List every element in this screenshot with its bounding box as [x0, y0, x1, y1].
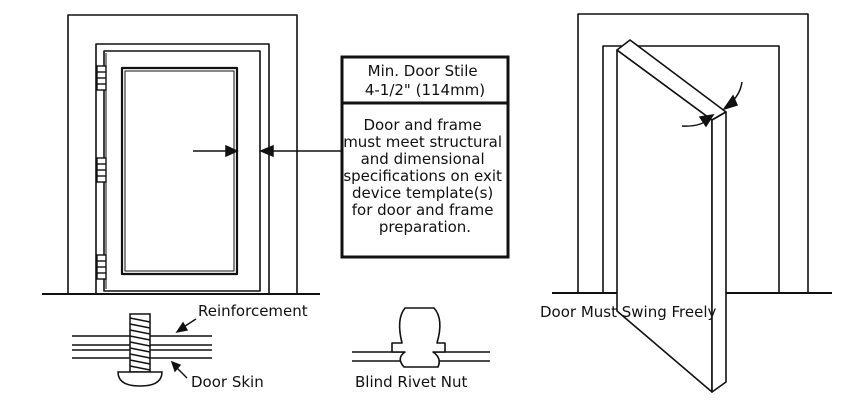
callout-box	[340, 55, 510, 259]
callout-body-line-3: and dimensional	[361, 150, 485, 168]
callout-body: Door and frame must meet structural and …	[343, 116, 507, 236]
door-skin-label: Door Skin	[191, 373, 264, 391]
hinge-bottom	[96, 254, 107, 280]
reinforcement-pointers	[170, 318, 197, 379]
edge-dimension-arrows	[681, 81, 743, 128]
callout-body-line-2: must meet structural	[343, 133, 502, 151]
right-door-illustration	[552, 13, 832, 393]
callout-body-line-6: for door and frame	[352, 201, 494, 219]
reinforcement-label: Reinforcement	[198, 302, 308, 320]
callout-body-line-5: device template(s)	[352, 184, 493, 202]
reinforcement-detail	[72, 313, 212, 387]
stile-dimension-arrows	[193, 128, 342, 158]
callout-title-line-2: 4-1/2" (114mm)	[365, 81, 485, 99]
door-swing-label: Door Must Swing Freely	[540, 303, 717, 321]
callout-body-box	[340, 101, 510, 259]
hinge-middle	[96, 157, 107, 183]
callout-body-line-4: specifications on exit	[343, 167, 502, 185]
hinge-top	[96, 65, 107, 91]
blind-rivet-nut-detail	[352, 307, 490, 368]
callout-body-line-1: Door and frame	[363, 116, 481, 134]
hinges	[96, 65, 107, 280]
left-door-frame-illustration	[42, 14, 320, 295]
open-door-edge	[711, 111, 727, 393]
callout-title-line-1: Min. Door Stile	[368, 62, 478, 80]
blind-rivet-nut-label: Blind Rivet Nut	[355, 373, 467, 391]
callout-title: Min. Door Stile 4-1/2" (114mm)	[365, 62, 485, 99]
callout-body-line-7: preparation.	[379, 218, 471, 236]
